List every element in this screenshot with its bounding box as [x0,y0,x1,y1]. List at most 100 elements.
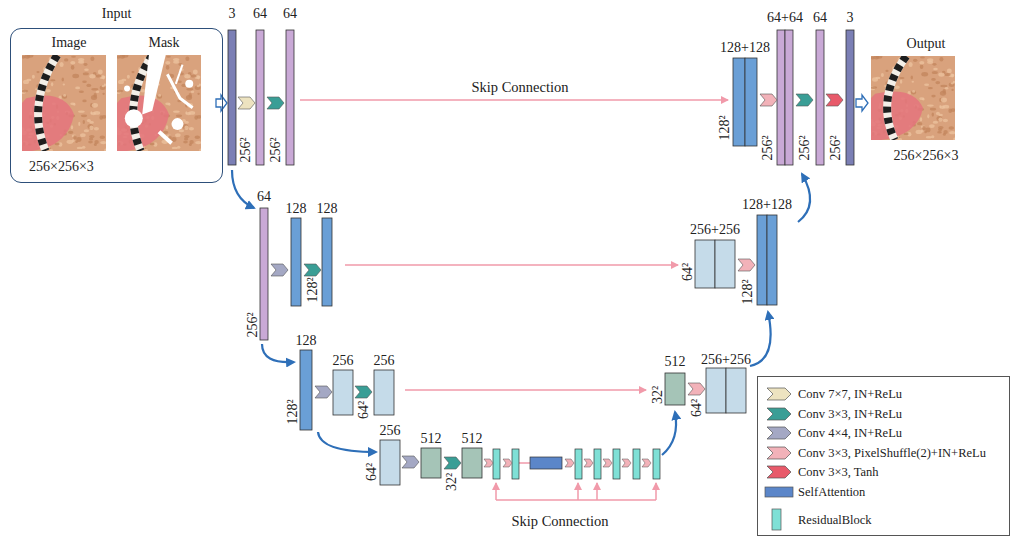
legend-row: Conv 7×7, IN+ReLu [764,385,1005,403]
conv-chevron [688,383,705,395]
conv-chevron [238,94,843,469]
channel-label: 256 [333,353,354,368]
channel-label: 64 [253,6,267,21]
conv-chevron [603,459,612,467]
conv-chevron [584,459,593,467]
feature-map-bar [256,30,264,165]
feature-map-bar [733,58,745,146]
channel-label: 256 [380,423,401,438]
image-holder [21,55,107,151]
channel-label: 128 [286,201,307,216]
legend-swatch [767,447,791,459]
flow-arrow [216,95,227,111]
feature-map-bar [726,368,746,413]
resolution-label: 256² [828,135,843,160]
legend-swatch-frame [764,508,794,532]
channel-label: 128 [317,201,338,216]
feature-map-bar [374,370,394,415]
legend-swatch-frame [764,463,794,481]
conv-chevron [622,459,631,467]
legend-swatch [772,509,781,530]
image-panel: Image [21,35,117,153]
feature-map-bar [715,240,735,288]
feature-map-bar [767,215,777,305]
image-caption: Image [21,35,117,50]
feature-map-bar [228,30,236,165]
skip-connection-line [495,483,497,500]
legend-row: ResidualBlock [764,508,1005,532]
legend-swatch [765,487,793,497]
output-panel: Output256×256×3 [870,36,982,170]
legend-text: SelfAttention [798,485,865,500]
resolution-label: 256² [268,137,283,162]
legend-swatch-frame [764,483,794,501]
image-caption: Mask [116,35,212,50]
channel-label: 256+256 [690,222,740,237]
channel-label: 128+128 [720,40,770,55]
legend-swatch [767,388,791,400]
resolution-label: 128² [740,279,755,304]
upsample-arrow [662,412,676,455]
residual-block [575,449,582,479]
skip-connection-line [405,389,646,391]
residual-block [633,449,640,479]
feature-map-bar [462,448,482,478]
feature-map-bar [322,218,332,306]
feature-map-bar [286,30,294,165]
conv-chevron [267,97,284,109]
downsample-arrow [232,170,376,452]
channel-label: 64+64 [767,10,803,25]
skip-connection-line [655,483,657,500]
feature-map-bar [380,440,400,485]
feature-map-bar [333,370,353,415]
feature-map-bar [785,30,793,165]
resolution-label: 128² [717,115,732,140]
conv-chevron [826,94,843,106]
conv-chevron [565,459,574,467]
resolution-label: 64² [680,263,695,281]
legend-text: Conv 3×3, PixelShuffle(2)+IN+ReLu [798,446,986,461]
legend-row: Conv 3×3, Tanh [764,463,1005,481]
resolution-label: 256² [797,135,812,160]
feature-map-bar [706,368,726,413]
conv-chevron [315,386,332,398]
channel-label: 512 [462,431,483,446]
resolution-label: 32² [650,386,665,404]
conv-chevron [304,264,321,276]
legend-row: Conv 3×3, PixelShuffle(2)+IN+ReLu [764,444,1005,462]
resolution-label: 64² [356,401,371,419]
conv-chevron [402,456,419,468]
upsample-arrow [662,174,810,455]
downsample-arrow [318,432,376,452]
channel-label: 64 [257,189,271,204]
resolution-label: 64² [689,399,704,417]
residual-block [653,449,660,479]
skip-connection-line [345,264,678,266]
conv-chevron [796,94,813,106]
tissue-image [117,55,201,151]
skip-connection-line [300,100,728,500]
legend-swatch [767,427,791,439]
legend-box: Conv 7×7, IN+ReLuConv 3×3, IN+ReLuConv 4… [757,376,1010,536]
skip-connection-line [596,483,598,500]
feature-map-bar [757,215,767,305]
conv-chevron [503,459,512,467]
resolution-label: 64² [364,463,379,481]
tissue-image [22,55,106,151]
channel-label: 3 [229,6,236,21]
downsample-arrow [232,170,254,208]
feature-map-bar [300,350,312,430]
legend-text: Conv 3×3, IN+ReLu [798,407,902,422]
legend-swatch [767,408,791,420]
resolution-label: 32² [444,473,459,491]
residual-block [493,449,500,479]
legend-swatch-frame [764,405,794,423]
channel-label: 64 [283,6,297,21]
conv-chevron [484,459,493,467]
residual-block [613,449,620,479]
panel-title: Output [870,36,982,51]
legend-text: ResidualBlock [798,513,872,528]
connection-label: Skip Connection [511,514,608,530]
channel-label: 256+256 [701,352,751,367]
skip-connection-line [519,462,530,464]
